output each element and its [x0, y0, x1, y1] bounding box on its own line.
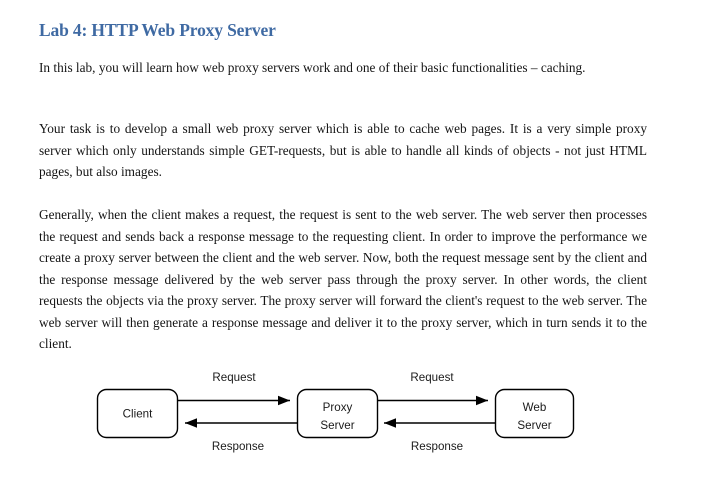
paragraph-intro: In this lab, you will learn how web prox… — [39, 60, 586, 75]
proxy-flow-diagram: Client Proxy Server Web Server Request R… — [0, 358, 719, 468]
node-proxy-label-line1: Proxy — [323, 401, 353, 414]
node-client-label: Client — [123, 408, 153, 421]
node-web-label-line2: Server — [517, 419, 551, 432]
edge-label-response-left: Response — [212, 440, 264, 453]
paragraph-general: Generally, when the client makes a reque… — [39, 207, 647, 351]
diagram-node-client: Client — [96, 388, 179, 439]
edge-label-request-left: Request — [212, 371, 256, 384]
paragraph-task: Your task is to develop a small web prox… — [39, 121, 647, 179]
diagram-node-proxy: Proxy Server — [296, 388, 379, 439]
node-proxy-label-line2: Server — [320, 419, 354, 432]
edge-label-response-right: Response — [411, 440, 463, 453]
page-title: Lab 4: HTTP Web Proxy Server — [39, 20, 276, 40]
node-web-label-line1: Web — [523, 401, 547, 414]
edge-label-request-right: Request — [410, 371, 454, 384]
diagram-node-web: Web Server — [494, 388, 575, 439]
